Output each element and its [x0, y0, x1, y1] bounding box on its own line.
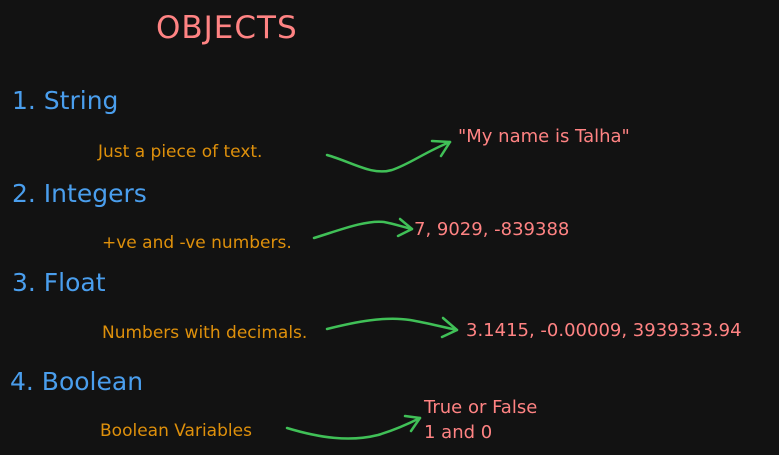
description-boolean: Boolean Variables [100, 421, 252, 441]
heading-string: 1. String [12, 86, 119, 115]
arrow-string-icon [325, 139, 452, 173]
arrow-float-icon [325, 316, 459, 339]
description-float: Numbers with decimals. [102, 323, 308, 343]
example-boolean-line-2: 1 and 0 [424, 422, 493, 443]
example-boolean-line-1: True or False [424, 397, 538, 418]
example-string: "My name is Talha" [458, 126, 630, 147]
heading-integers: 2. Integers [12, 179, 147, 208]
arrow-boolean-icon [285, 414, 422, 440]
page-title: OBJECTS [156, 10, 298, 46]
description-integers: +ve and -ve numbers. [102, 233, 292, 253]
arrow-integers-icon [312, 217, 414, 240]
description-string: Just a piece of text. [98, 142, 263, 162]
example-integers: 7, 9029, -839388 [414, 219, 570, 240]
heading-float: 3. Float [12, 268, 106, 297]
heading-boolean: 4. Boolean [10, 367, 144, 396]
example-float: 3.1415, -0.00009, 3939333.94 [466, 320, 742, 341]
